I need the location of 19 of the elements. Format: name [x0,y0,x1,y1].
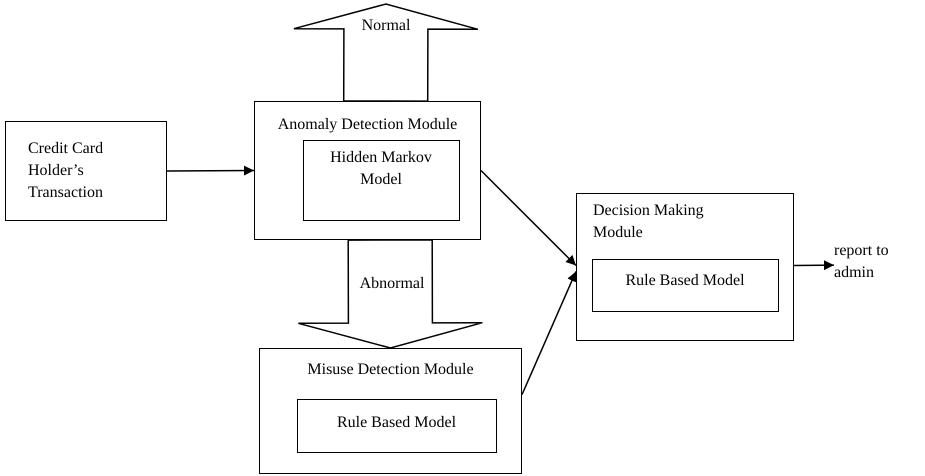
module-box [254,101,481,240]
arrow [521,271,577,395]
output-label: report to admin [834,240,914,284]
model-box [302,140,460,220]
arrow [480,170,577,266]
module-box [576,193,794,341]
node-label: Decision Making Module [593,201,705,243]
node-label: Rule Based Model [336,412,456,432]
node-label: Misuse Detection Module [307,360,474,380]
module-box [5,121,167,221]
node-label: Rule Based Model [625,270,745,290]
arrow [167,166,254,176]
node-label: Anomaly Detection Module [278,115,458,135]
node-label: Hidden Markov Model [329,148,433,190]
arrow [794,260,834,270]
model-box [592,258,778,312]
model-box [296,398,496,452]
node-label: Credit Card Holder’s Transaction [28,139,104,203]
module-box [259,348,522,474]
